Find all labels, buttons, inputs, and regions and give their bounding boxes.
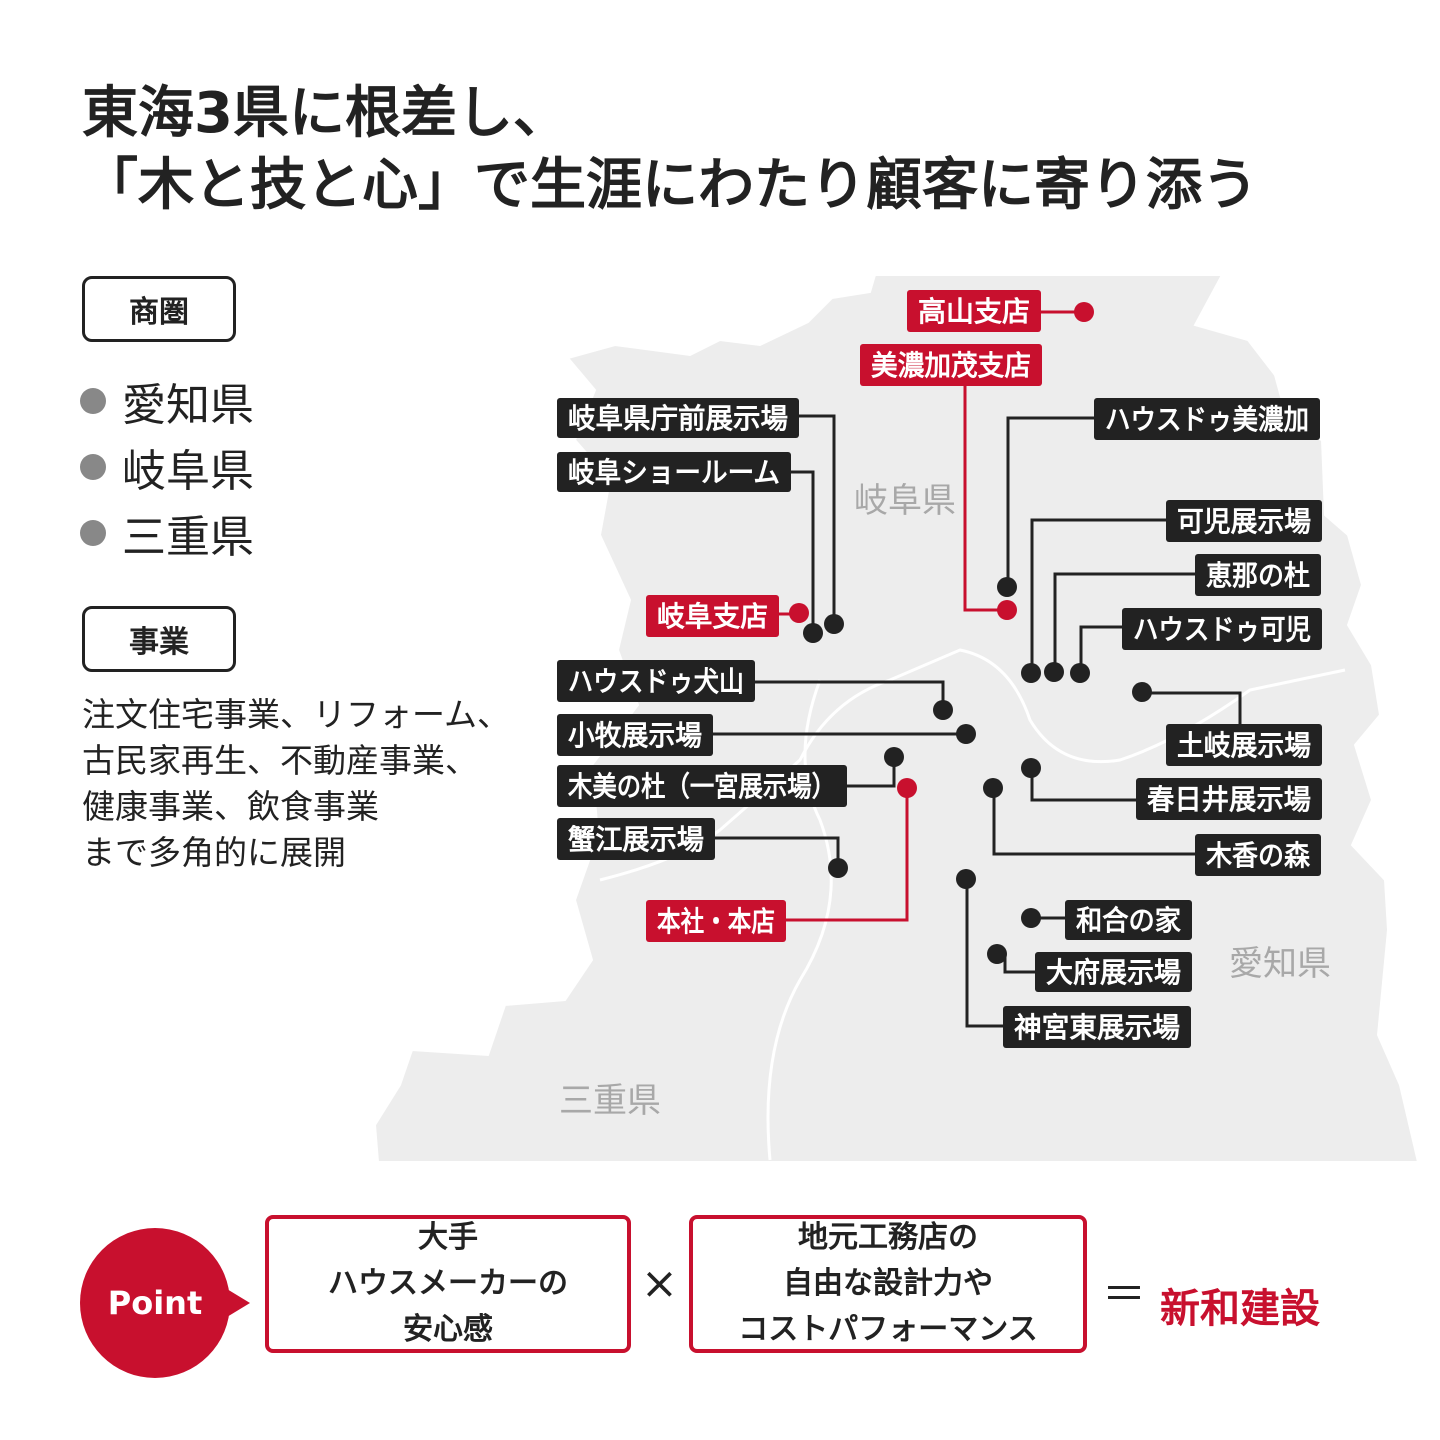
bullet-icon xyxy=(80,520,106,546)
point-box-major-maker: 大手 ハウスメーカーの 安心感 xyxy=(265,1215,631,1353)
showroom-label-box xyxy=(1195,554,1321,596)
location-label: 大府展示場 xyxy=(1046,956,1181,989)
branch-label-box xyxy=(646,595,779,637)
leader-line xyxy=(965,879,1003,1028)
equals-sign: ＝ xyxy=(1102,1269,1146,1320)
location-label: 蟹江展示場 xyxy=(568,823,704,856)
location-marker xyxy=(1132,682,1152,702)
location-label: 小牧展示場 xyxy=(568,719,702,752)
leader-line xyxy=(963,386,1007,612)
location-label: 土岐展示場 xyxy=(1177,729,1311,762)
point-badge: Point xyxy=(80,1228,250,1378)
leader-line xyxy=(786,788,909,922)
business-label: 事業 xyxy=(82,606,236,672)
location-label: 木香の森 xyxy=(1205,839,1311,872)
location-label: 木美の杜（一宮展示場） xyxy=(567,770,836,803)
showroom-label-box xyxy=(557,818,715,860)
location-marker xyxy=(803,623,823,643)
location-marker xyxy=(997,577,1017,597)
location-label: 岐阜支店 xyxy=(657,600,768,633)
location-label: 美濃加茂支店 xyxy=(871,349,1031,382)
location-marker xyxy=(789,603,809,623)
location-marker xyxy=(956,869,976,889)
leader-line xyxy=(1030,768,1136,802)
showroom-label-box xyxy=(557,714,713,756)
page-title: 東海3県に根差し、 「木と技と心」で生涯にわたり顧客に寄り添う xyxy=(82,78,1258,222)
list-item: 愛知県 xyxy=(80,368,254,434)
location-marker xyxy=(983,778,1003,798)
business-description: 注文住宅事業、リフォーム、 古民家再生、不動産事業、 健康事業、飲食事業 まで多… xyxy=(82,695,511,872)
leader-line xyxy=(791,470,815,633)
location-label: 可児展示場 xyxy=(1177,505,1311,538)
branch-label-box xyxy=(860,344,1042,386)
times-sign: × xyxy=(641,1258,678,1309)
location-label: 岐阜ショールーム xyxy=(568,456,780,489)
list-item: 岐阜県 xyxy=(80,434,254,500)
prefecture-list: 愛知県 岐阜県 三重県 xyxy=(80,368,254,566)
leader-line xyxy=(1053,572,1195,672)
branch-label-box xyxy=(646,900,786,942)
location-marker xyxy=(933,700,953,720)
branch-label-box xyxy=(907,290,1041,332)
location-marker xyxy=(897,778,917,798)
location-marker xyxy=(884,747,904,767)
title-line-2: 「木と技と心」で生涯にわたり顧客に寄り添う xyxy=(82,153,1258,218)
showroom-label-box xyxy=(557,660,755,702)
location-marker xyxy=(1021,758,1041,778)
location-marker xyxy=(1074,302,1094,322)
showroom-label-box xyxy=(1094,398,1320,440)
showroom-label-box xyxy=(1035,952,1192,992)
location-label: 春日井展示場 xyxy=(1147,783,1311,816)
point-box-local-builder: 地元工務店の 自由な設計力や コストパフォーマンス xyxy=(689,1215,1087,1353)
prefecture-label-mie: 三重県 xyxy=(559,1081,661,1121)
location-label: 本社・本店 xyxy=(657,905,775,938)
location-label: ハウスドゥ可児 xyxy=(1133,613,1311,646)
location-marker xyxy=(997,600,1017,620)
location-marker xyxy=(828,858,848,878)
location-marker xyxy=(987,944,1007,964)
showroom-label-box xyxy=(557,765,847,807)
showroom-label-box xyxy=(557,452,791,492)
location-label: ハウスドゥ美濃加 xyxy=(1105,403,1309,436)
location-label: 高山支店 xyxy=(918,295,1030,328)
leader-line xyxy=(992,788,1195,856)
list-item: 三重県 xyxy=(80,500,254,566)
showroom-label-box xyxy=(1166,724,1322,766)
prefecture-label-aichi: 愛知県 xyxy=(1229,944,1331,984)
showroom-label-box xyxy=(1195,834,1321,876)
location-label: 岐阜県庁前展示場 xyxy=(568,402,788,435)
trade-area-label: 商圏 xyxy=(82,276,236,342)
showroom-label-box xyxy=(1003,1006,1191,1048)
location-label: 神宮東展示場 xyxy=(1014,1011,1180,1044)
title-line-1: 東海3県に根差し、 xyxy=(82,81,569,146)
leader-line xyxy=(799,414,836,624)
location-marker xyxy=(1044,662,1064,682)
prefecture-label-gifu: 岐阜県 xyxy=(854,481,956,521)
brand-name: 新和建設 xyxy=(1160,1286,1320,1332)
location-marker xyxy=(956,724,976,744)
bullet-icon xyxy=(80,388,106,414)
showroom-label-box xyxy=(1122,608,1322,650)
showroom-label-box xyxy=(1136,778,1322,820)
location-label: ハウスドゥ犬山 xyxy=(568,665,744,698)
location-label: 恵那の杜 xyxy=(1206,559,1310,592)
showroom-label-box xyxy=(557,398,799,438)
location-marker xyxy=(824,614,844,634)
showroom-label-box xyxy=(1166,500,1322,542)
leader-line xyxy=(1030,518,1166,673)
bullet-icon xyxy=(80,454,106,480)
location-label: 和合の家 xyxy=(1076,904,1181,937)
location-marker xyxy=(1021,908,1041,928)
leader-line xyxy=(1006,416,1094,587)
leader-line xyxy=(1079,625,1122,673)
location-marker xyxy=(1021,663,1041,683)
showroom-label-box xyxy=(1065,900,1192,940)
map-land xyxy=(373,274,1420,1163)
location-marker xyxy=(1070,663,1090,683)
